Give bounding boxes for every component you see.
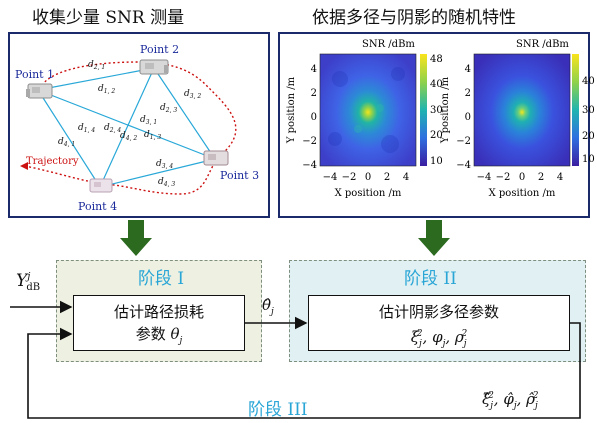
y-tick-right: 2 — [465, 88, 471, 99]
x-tick-left: −4 — [323, 172, 338, 183]
x-tick-right: 0 — [519, 172, 525, 183]
x-axis-label-left: X position /m — [335, 188, 402, 199]
label-d41: d4, 1 — [58, 137, 75, 148]
cbar-right-tick: 20 — [582, 131, 595, 142]
heatmap-right — [474, 54, 570, 166]
point-4-label: Point 4 — [78, 200, 117, 213]
x-tick-right: 2 — [538, 172, 544, 183]
input-label: YjdB — [16, 271, 41, 294]
label-d13: d1, 3 — [144, 130, 161, 141]
y-tick-right: 4 — [465, 64, 471, 75]
x-tick-right: −4 — [477, 172, 492, 183]
feedback-output-label: ξ̂j2, φ̂j, ρ̂j2 — [482, 390, 539, 411]
point-1-label: Point 1 — [15, 68, 54, 81]
stage-3-label: 阶段 III — [248, 400, 308, 420]
stage-2-label: 阶段 II — [404, 269, 457, 289]
pathloss-line-2: 参数 θj — [135, 325, 183, 346]
pathloss-line-1: 估计路径损耗 — [113, 303, 204, 321]
y-tick-left: 4 — [311, 64, 317, 75]
robot-icon-2 — [139, 59, 169, 75]
x-tick-left: 4 — [403, 172, 409, 183]
cbar-left-tick: 10 — [430, 156, 443, 167]
cbar-left-tick: 40 — [430, 79, 443, 90]
colorbar-right — [572, 54, 579, 166]
colorbar-title-right: SNR /dBm — [516, 39, 569, 50]
x-tick-right: 4 — [557, 172, 563, 183]
y-axis-label-left: Y position /m — [286, 76, 297, 144]
y-tick-left: −4 — [302, 160, 317, 171]
label-d32: d3, 2 — [184, 89, 201, 100]
label-d12: d1, 2 — [98, 84, 115, 95]
estimate-shadowing-box: 估计阴影多径参数 ξj2, φj, ρj2 — [308, 295, 570, 351]
heatmap-panel: SNR /dBm 48 40 30 20 10 4 2 0 −2 −4 −4 −… — [278, 32, 595, 218]
y-axis-label-right: Y position /m — [440, 76, 451, 144]
colorbar-title-left: SNR /dBm — [362, 39, 415, 50]
down-arrow-left-icon — [120, 220, 152, 256]
label-d34: d3, 4 — [156, 159, 173, 170]
y-tick-left: 2 — [311, 88, 317, 99]
x-tick-left: 2 — [384, 172, 390, 183]
measurement-diagram: Point 1 Point 2 Point 3 Point 4 d2, 1 d1… — [15, 43, 259, 213]
x-tick-left: 0 — [365, 172, 371, 183]
y-tick-right: −4 — [456, 160, 471, 171]
label-d31: d3, 1 — [140, 115, 157, 126]
y-tick-right: −2 — [456, 136, 471, 147]
x-tick-left: −2 — [342, 172, 357, 183]
point-3-label: Point 3 — [220, 169, 259, 182]
point-2-label: Point 2 — [140, 43, 179, 56]
label-d23: d2, 3 — [160, 103, 177, 114]
x-tick-right: −2 — [496, 172, 511, 183]
y-tick-left: 0 — [311, 112, 317, 123]
robot-icon-3 — [203, 150, 229, 166]
link-lines — [37, 67, 216, 188]
heading-stochastic-properties: 依据多径与阴影的随机特性 — [312, 8, 516, 28]
label-d42: d4, 2 — [120, 131, 137, 142]
cbar-right-tick: 30 — [582, 105, 595, 116]
heading-collect-snr: 收集少量 SNR 测量 — [32, 8, 185, 28]
heatmap-figure: SNR /dBm 48 40 30 20 10 4 2 0 −2 −4 −4 −… — [286, 39, 595, 199]
measurement-panel: Point 1 Point 2 Point 3 Point 4 d2, 1 d1… — [8, 32, 270, 218]
x-axis-label-right: X position /m — [489, 188, 556, 199]
heatmap-left — [320, 54, 416, 166]
label-d14: d1, 4 — [78, 123, 95, 134]
robot-icon-1 — [26, 83, 53, 99]
label-d24: d2, 4 — [104, 123, 121, 134]
label-d21: d2, 1 — [88, 60, 105, 71]
theta-hat-label: θ̂j — [262, 296, 274, 317]
cbar-right-tick: 10 — [582, 154, 595, 165]
cbar-left-tick: 48 — [430, 54, 443, 65]
estimate-pathloss-box: 估计路径损耗 参数 θj — [73, 295, 245, 351]
down-arrow-right-icon — [418, 220, 450, 256]
colorbar-left — [420, 54, 427, 166]
shadowing-line-2: ξj2, φj, ρj2 — [410, 328, 468, 349]
robot-icon-4 — [89, 178, 113, 193]
y-tick-right: 0 — [465, 112, 471, 123]
cbar-right-tick: 40 — [582, 76, 595, 87]
cbar-left-tick: 30 — [430, 105, 443, 116]
trajectory-arrowhead — [20, 162, 28, 170]
shadowing-line-1: 估计阴影多径参数 — [378, 303, 499, 321]
y-tick-left: −2 — [302, 136, 317, 147]
cbar-left-tick: 20 — [430, 130, 443, 141]
label-d43: d4, 3 — [158, 177, 175, 188]
stage-1-label: 阶段 I — [138, 269, 185, 289]
trajectory-label: Trajectory — [26, 156, 79, 167]
